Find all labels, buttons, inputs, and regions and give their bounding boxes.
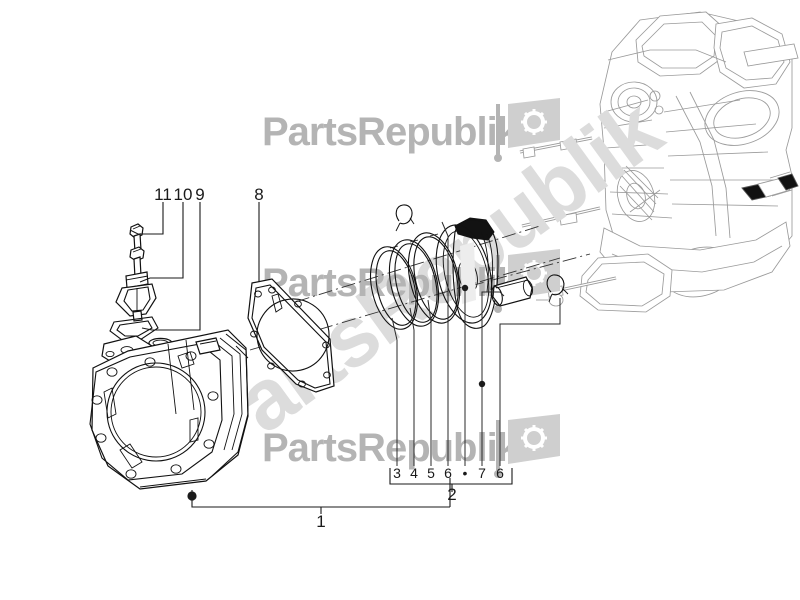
callout-10: 10	[174, 185, 193, 204]
piston	[435, 217, 499, 329]
callout-3: 3	[393, 465, 401, 481]
callout-5: 5	[427, 465, 435, 481]
group-bracket-2	[389, 468, 513, 492]
callout-2: 2	[447, 485, 456, 504]
callout-dot: •	[463, 465, 468, 481]
stud-bolt-group	[109, 223, 159, 355]
piston-ring-2	[388, 239, 440, 327]
callout-4: 4	[410, 465, 418, 481]
svg-text:PartsRepublik: PartsRepublik	[262, 110, 520, 154]
cylinder-base-gasket	[247, 278, 335, 393]
callout-7: 7	[478, 465, 486, 481]
watermark-row-3: PartsRepublik	[262, 414, 560, 478]
group-bracket-1	[187, 478, 451, 514]
callout-6-right: 6	[496, 465, 504, 481]
piston-rings	[370, 232, 461, 330]
circlip-left	[395, 204, 415, 232]
callout-9: 9	[195, 185, 204, 204]
piston-ring-3	[407, 232, 461, 324]
callout-numbers: 11 10 9 8 3 4 5 6 • 7 6 2 1	[154, 185, 504, 531]
piston-ring-1	[370, 246, 418, 330]
circlip-right	[546, 274, 569, 303]
callout-1: 1	[316, 512, 325, 531]
callout-8: 8	[254, 185, 263, 204]
watermark-row-1: PartsRepublik	[262, 98, 560, 162]
cylinder-block	[89, 329, 249, 490]
callout-6-left: 6	[444, 465, 452, 481]
svg-text:PartsRepublik: PartsRepublik	[262, 426, 520, 470]
callout-11: 11	[154, 185, 172, 204]
piston-pin	[491, 276, 534, 307]
leader-lines-bottom-group	[391, 221, 561, 466]
leader-lines-top-left	[129, 202, 260, 331]
